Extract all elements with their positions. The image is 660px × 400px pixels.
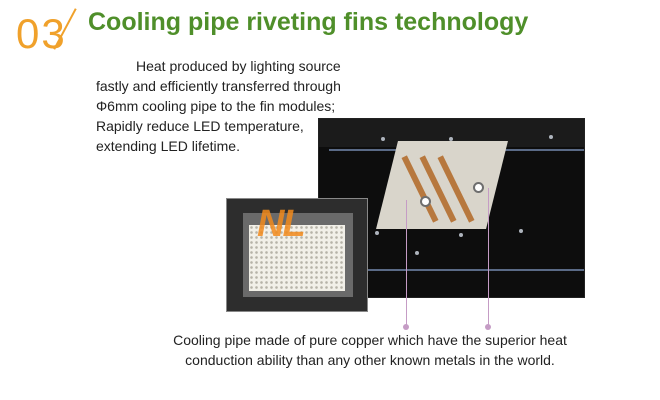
bolt [459, 233, 463, 237]
pointer-leader-left [406, 200, 407, 326]
section-number: 03 [16, 10, 67, 57]
bolt [549, 135, 553, 139]
bolt [519, 229, 523, 233]
description-line: fastly and efficiently transferred throu… [96, 78, 341, 94]
pointer-dot-left [420, 196, 431, 207]
bolt [415, 251, 419, 255]
description-line: Φ6mm cooling pipe to the fin modules; [96, 98, 336, 114]
caption-line: conduction ability than any other known … [185, 352, 555, 368]
leader-end-left [403, 324, 409, 330]
caption-line: Cooling pipe made of pure copper which h… [173, 332, 567, 348]
description-line: extending LED lifetime. [96, 138, 240, 154]
led-module-photo: NL [226, 198, 368, 312]
brand-logo: NL [257, 203, 306, 245]
bolt [449, 137, 453, 141]
heatsink-rail [329, 269, 584, 271]
leader-end-right [485, 324, 491, 330]
description-line: Rapidly reduce LED temperature, [96, 118, 304, 134]
bolt [381, 137, 385, 141]
description-line: Heat produced by lighting source [136, 58, 341, 74]
description-text: Heat produced by lighting source fastly … [96, 56, 371, 156]
page-title: Cooling pipe riveting fins technology [88, 8, 529, 36]
pointer-dot-right [473, 182, 484, 193]
pointer-leader-right [488, 188, 489, 326]
caption-text: Cooling pipe made of pure copper which h… [150, 330, 590, 370]
bolt [375, 231, 379, 235]
led-array [249, 225, 345, 291]
